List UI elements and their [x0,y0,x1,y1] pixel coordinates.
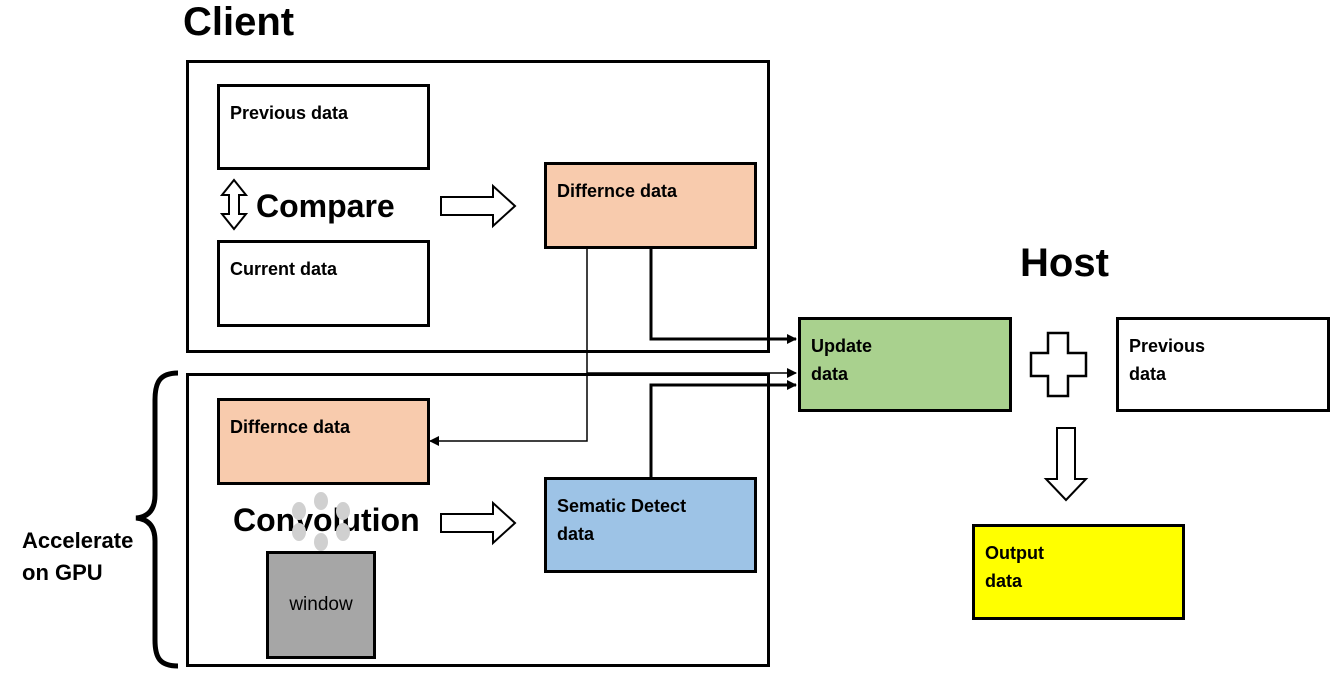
accelerate-on-gpu-label: Accelerate on GPU [22,528,134,585]
previous-data-label: Previous data [230,103,349,123]
semantic-detect-box: Sematic Detect data [544,477,757,573]
compare-double-arrow-icon [219,178,249,231]
gpu-difference-data-label: Differnce data [230,417,351,437]
right-block-arrow-icon [440,500,517,546]
brace-icon [135,370,179,669]
output-data-label: Output data [985,543,1044,591]
compare-label: Compare [256,188,395,224]
difference-to-update-connector [649,249,797,344]
convolution-label: Convolution [233,502,420,538]
difference-to-gpu-connector [429,249,588,446]
plus-icon [1029,331,1088,398]
semantic-to-update-connector [649,380,797,477]
current-data-label: Current data [230,259,338,279]
host-previous-data-label: Previous data [1129,336,1206,384]
client-title: Client [183,0,295,44]
update-data-label: Update data [811,336,873,384]
previous-data-box: Previous data [217,84,430,170]
host-previous-data-box: Previous data [1116,317,1330,412]
update-data-box: Update data [798,317,1012,412]
gpu-frame [186,373,770,667]
semantic-detect-label: Sematic Detect data [557,496,687,544]
current-data-box: Current data [217,240,430,327]
right-block-arrow-icon [440,183,517,229]
output-data-box: Output data [972,524,1185,620]
window-box: window [266,551,376,659]
convolution-kernel-icon [292,492,350,551]
window-label: window [289,594,353,615]
difference-data-label: Differnce data [557,181,678,201]
client-frame [186,60,770,353]
difference-data-box: Differnce data [544,162,757,249]
gpu-difference-data-box: Differnce data [217,398,430,485]
down-block-arrow-icon [1043,427,1089,502]
host-title: Host [1020,241,1109,285]
